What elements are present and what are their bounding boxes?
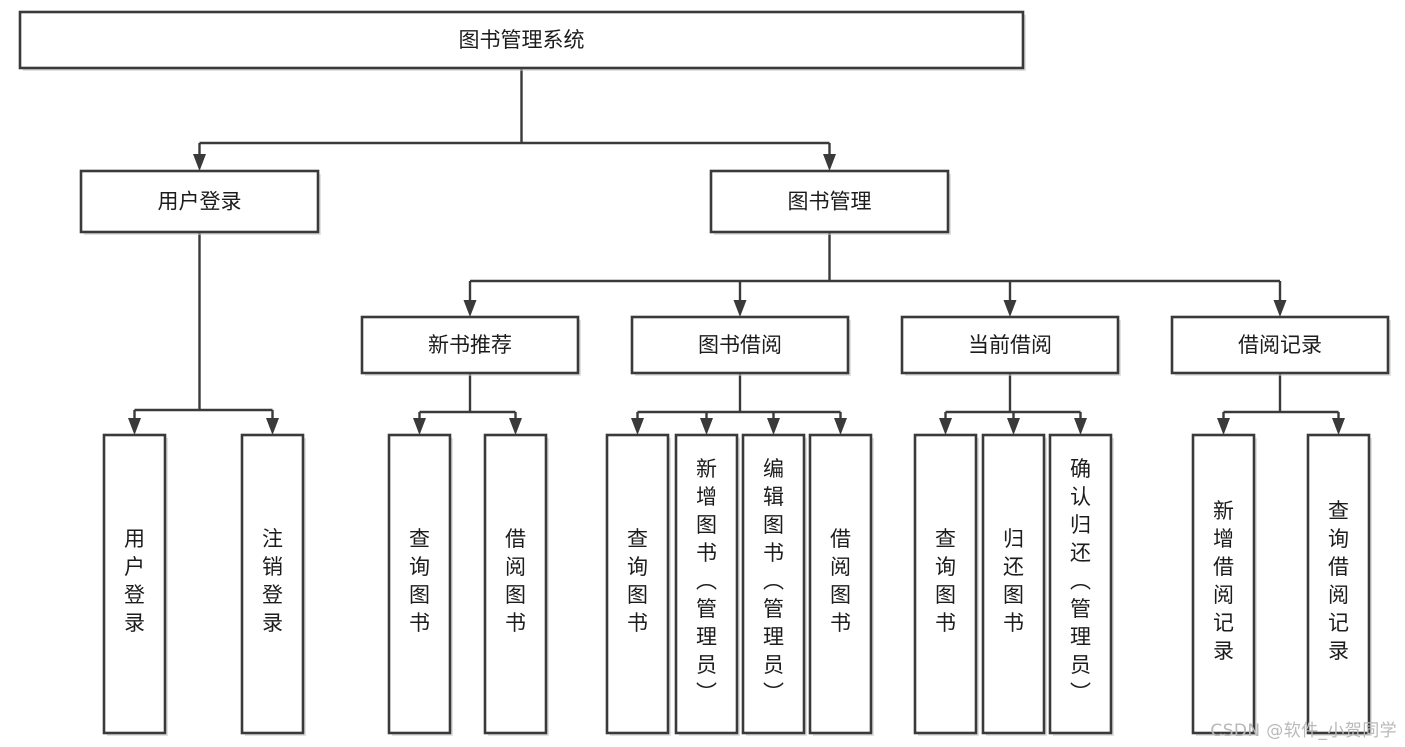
node-leaf_3[interactable]: 借阅图书 xyxy=(483,433,549,736)
arrow-head-leaf_0 xyxy=(128,418,141,435)
arrow-head-leaf_8 xyxy=(939,418,952,435)
node-leaf_9[interactable]: 归还图书 xyxy=(981,433,1047,736)
node-rect-leaf_2[interactable] xyxy=(387,433,452,735)
node-leaf_6[interactable]: 编辑图书︵管理员︶ xyxy=(741,433,807,736)
node-label-leaf_5: 新增图书︵管理员︶ xyxy=(696,457,717,705)
node-rect-leaf_1[interactable] xyxy=(240,433,305,735)
node-rect-l1_0[interactable] xyxy=(79,169,320,234)
node-l1_0[interactable]: 用户登录 xyxy=(79,169,321,235)
node-label-leaf_0: 用户登录 xyxy=(124,527,145,635)
arrow-head-leaf_10 xyxy=(1074,418,1087,435)
node-leaf_8[interactable]: 查询图书 xyxy=(913,433,979,736)
node-leaf_5[interactable]: 新增图书︵管理员︶ xyxy=(674,433,740,736)
node-l2_0[interactable]: 新书推荐 xyxy=(360,315,581,376)
arrow-head-l2_1 xyxy=(733,300,747,317)
node-label-leaf_12: 查询借阅记录 xyxy=(1328,499,1349,663)
node-label-leaf_11: 新增借阅记录 xyxy=(1213,499,1234,663)
arrow-head-l2_2 xyxy=(1003,300,1017,317)
node-rect-leaf_10[interactable] xyxy=(1048,433,1113,735)
node-rect-root[interactable] xyxy=(18,10,1025,70)
node-label-leaf_8: 查询图书 xyxy=(935,527,956,635)
node-label-leaf_1: 注销登录 xyxy=(262,527,283,635)
arrow-head-l2_3 xyxy=(1273,300,1287,317)
arrow-head-leaf_5 xyxy=(700,418,713,435)
node-label-root: 图书管理系统 xyxy=(459,28,585,52)
arrow-head-leaf_9 xyxy=(1007,418,1020,435)
arrow-head-l1_1 xyxy=(823,154,836,171)
node-rect-leaf_0[interactable] xyxy=(102,433,167,735)
node-rect-leaf_8[interactable] xyxy=(913,433,978,735)
node-rect-leaf_9[interactable] xyxy=(981,433,1046,735)
node-rect-leaf_4[interactable] xyxy=(605,433,670,735)
node-leaf_10[interactable]: 确认归还︵管理员︶ xyxy=(1048,433,1114,736)
arrow-head-leaf_6 xyxy=(767,418,780,435)
node-label-l2_1: 图书借阅 xyxy=(698,333,782,357)
node-l1_1[interactable]: 图书管理 xyxy=(709,169,951,235)
node-rect-l2_0[interactable] xyxy=(360,315,580,375)
node-label-l2_0: 新书推荐 xyxy=(428,333,512,357)
node-rect-leaf_12[interactable] xyxy=(1306,433,1371,735)
node-rect-l2_1[interactable] xyxy=(630,315,850,375)
arrow-head-leaf_12 xyxy=(1332,418,1345,435)
node-leaf_0[interactable]: 用户登录 xyxy=(102,433,168,736)
arrow-head-leaf_3 xyxy=(509,418,522,435)
node-label-leaf_6: 编辑图书︵管理员︶ xyxy=(763,457,784,705)
nodes-layer: 图书管理系统用户登录图书管理新书推荐图书借阅当前借阅借阅记录用户登录注销登录查询… xyxy=(18,10,1391,736)
node-rect-leaf_3[interactable] xyxy=(483,433,548,735)
node-rect-l1_1[interactable] xyxy=(709,169,950,234)
node-rect-l2_2[interactable] xyxy=(900,315,1120,375)
node-leaf_4[interactable]: 查询图书 xyxy=(605,433,671,736)
node-l2_1[interactable]: 图书借阅 xyxy=(630,315,851,376)
arrow-head-leaf_11 xyxy=(1217,418,1230,435)
node-rect-leaf_11[interactable] xyxy=(1191,433,1256,735)
node-root[interactable]: 图书管理系统 xyxy=(18,10,1026,71)
node-rect-leaf_7[interactable] xyxy=(808,433,873,735)
node-label-leaf_10: 确认归还︵管理员︶ xyxy=(1070,457,1091,705)
node-leaf_7[interactable]: 借阅图书 xyxy=(808,433,874,736)
node-rect-leaf_6[interactable] xyxy=(741,433,806,735)
node-leaf_1[interactable]: 注销登录 xyxy=(240,433,306,736)
node-l2_3[interactable]: 借阅记录 xyxy=(1170,315,1391,376)
node-label-l2_2: 当前借阅 xyxy=(968,333,1052,357)
node-label-leaf_2: 查询图书 xyxy=(409,527,430,635)
node-rect-leaf_5[interactable] xyxy=(674,433,739,735)
node-label-leaf_7: 借阅图书 xyxy=(830,527,851,635)
node-rect-l2_3[interactable] xyxy=(1170,315,1390,375)
node-leaf_2[interactable]: 查询图书 xyxy=(387,433,453,736)
node-label-leaf_4: 查询图书 xyxy=(627,527,648,635)
node-label-leaf_3: 借阅图书 xyxy=(505,527,526,635)
node-label-l2_3: 借阅记录 xyxy=(1238,333,1322,357)
arrow-head-leaf_7 xyxy=(834,418,847,435)
arrow-head-leaf_4 xyxy=(631,418,644,435)
node-label-l1_0: 用户登录 xyxy=(158,190,242,214)
edges-layer xyxy=(128,68,1345,435)
arrow-head-l1_0 xyxy=(193,154,206,171)
node-label-l1_1: 图书管理 xyxy=(788,190,872,214)
node-leaf_12[interactable]: 查询借阅记录 xyxy=(1306,433,1372,736)
arrow-head-leaf_1 xyxy=(266,418,279,435)
node-label-leaf_9: 归还图书 xyxy=(1003,527,1024,635)
node-leaf_11[interactable]: 新增借阅记录 xyxy=(1191,433,1257,736)
arrow-head-l2_0 xyxy=(463,300,477,317)
csdn-watermark: CSDN @软件_小贺同学 xyxy=(1210,721,1397,741)
arrow-head-leaf_2 xyxy=(413,418,426,435)
node-l2_2[interactable]: 当前借阅 xyxy=(900,315,1121,376)
